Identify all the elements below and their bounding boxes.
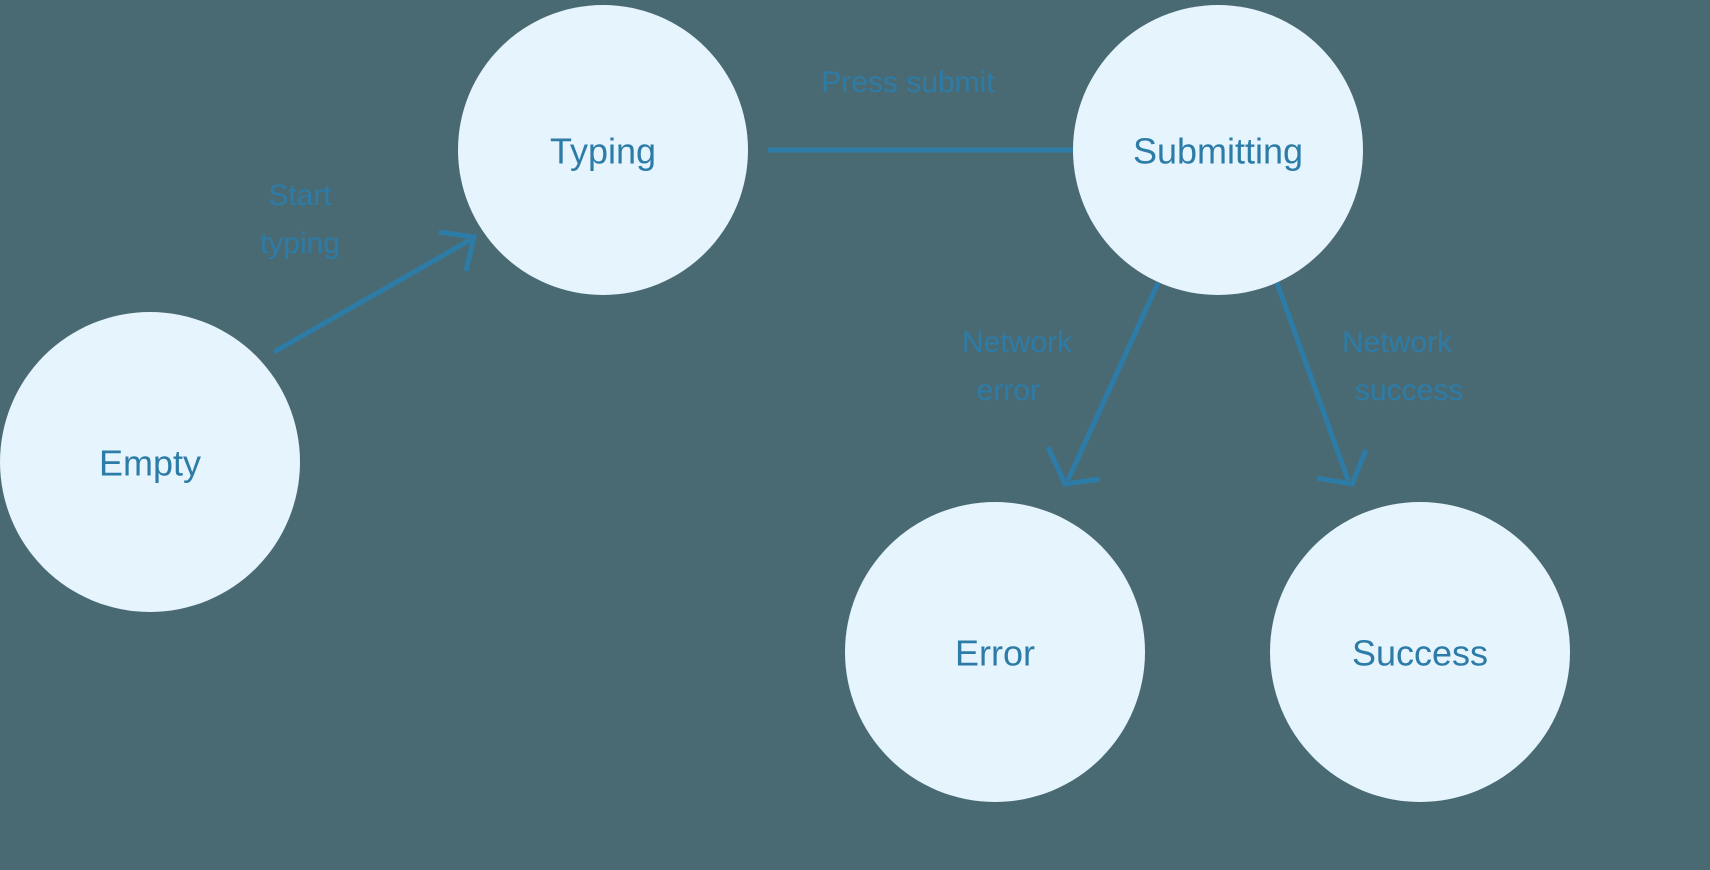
edge-submitting-to-error-label-line2: error [977, 374, 1040, 407]
state-node-typing-circle[interactable] [458, 5, 748, 295]
state-node-empty-label: Empty [99, 443, 201, 484]
edge-empty-to-typing-label-line2: typing [260, 227, 340, 260]
edge-submitting-to-success: Network success [1274, 282, 1463, 487]
state-node-typing[interactable]: Typing [458, 5, 748, 295]
state-node-success-label: Success [1352, 633, 1488, 674]
state-node-submitting-circle[interactable] [1073, 5, 1363, 295]
edge-submitting-to-error-line [1065, 281, 1161, 482]
state-node-success[interactable]: Success [1270, 502, 1570, 802]
edge-submitting-to-error: Network error [962, 281, 1161, 487]
state-node-submitting-label: Submitting [1133, 131, 1303, 172]
edge-typing-to-submitting-label-line1: Press submit [821, 66, 995, 99]
state-node-submitting[interactable]: Submitting [1073, 5, 1363, 295]
edge-submitting-to-success-arrowhead [1316, 449, 1369, 487]
edge-submitting-to-success-label-line2: success [1355, 374, 1463, 407]
state-node-typing-label: Typing [550, 131, 656, 172]
edge-submitting-to-error-label-line1: Network [962, 326, 1073, 359]
state-node-error-circle[interactable] [845, 502, 1145, 802]
state-node-success-circle[interactable] [1270, 502, 1570, 802]
edge-empty-to-typing-line [272, 237, 472, 355]
edge-submitting-to-success-line [1274, 282, 1351, 481]
state-node-error-label: Error [955, 633, 1035, 674]
edge-empty-to-typing-arrowhead [438, 229, 478, 272]
edge-empty-to-typing-label-line1: Start [268, 179, 332, 212]
edge-submitting-to-error-arrowhead [1045, 445, 1101, 487]
state-node-empty-circle[interactable] [0, 312, 300, 612]
state-node-error[interactable]: Error [845, 502, 1145, 802]
state-node-empty[interactable]: Empty [0, 312, 300, 612]
edge-submitting-to-success-label-line1: Network [1342, 326, 1453, 359]
edge-empty-to-typing: Start typing [260, 179, 478, 355]
